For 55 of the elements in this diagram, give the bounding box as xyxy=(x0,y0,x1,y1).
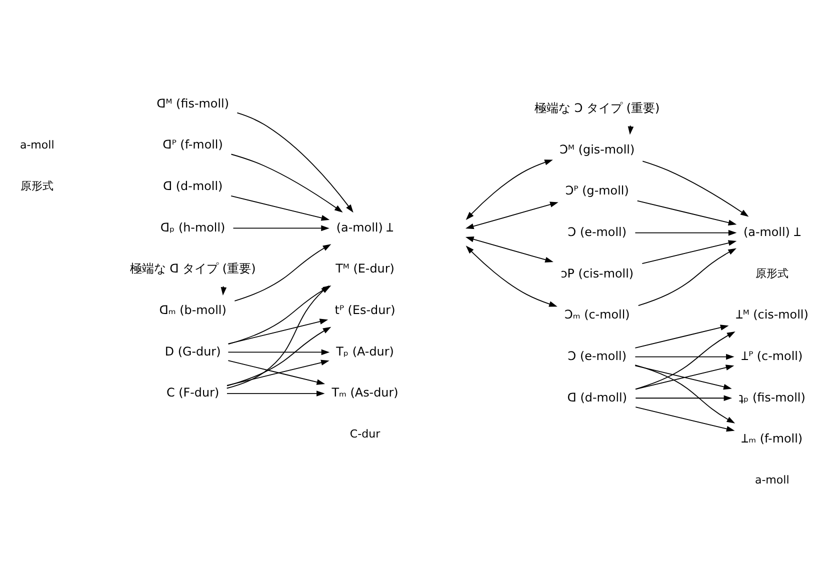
arrow xyxy=(642,160,749,217)
arrow xyxy=(638,248,736,306)
arrow xyxy=(228,349,330,356)
arrow xyxy=(634,364,736,424)
node-text: 極端な ᗡ タイプ (重要) xyxy=(130,262,256,276)
arrow xyxy=(236,112,354,213)
arrow xyxy=(226,390,325,396)
node-text: C (F-dur) xyxy=(166,386,220,400)
arrow xyxy=(642,240,737,264)
node-text: Ʇᴾ (c-moll) xyxy=(742,348,803,363)
arrow xyxy=(636,200,737,226)
arrow xyxy=(226,285,330,389)
node-text: ↄP (cis-moll) xyxy=(560,266,634,280)
node-text: Ↄᴹ (gis-moll) xyxy=(560,142,635,156)
node-text: Tₚ (A-dur) xyxy=(336,344,394,358)
label: a-moll xyxy=(754,474,790,487)
node-text: (a-moll) Ʇ xyxy=(336,220,394,234)
arrow xyxy=(635,406,735,432)
arrow xyxy=(634,230,737,236)
arrow xyxy=(230,154,343,212)
arrow xyxy=(228,318,328,344)
arrow xyxy=(634,324,729,348)
arrow xyxy=(232,225,330,232)
node-text: tᴾ (Es-dur) xyxy=(334,302,396,317)
node-text: 極端な Ↄ タイプ (重要) xyxy=(534,100,660,115)
arrow xyxy=(226,326,332,386)
node-text: Tₘ (As-dur) xyxy=(332,386,398,400)
node-text: Ↄ (e-moll) xyxy=(568,224,627,239)
node-text: Ʇₘ (f-moll) xyxy=(742,432,803,446)
node-text: Tᴹ (E-dur) xyxy=(336,262,394,276)
label: C-dur xyxy=(350,428,380,441)
arrow xyxy=(634,354,734,360)
node-label: 原形式 xyxy=(756,266,789,280)
node-text: ᗡ (d-moll) xyxy=(162,178,223,193)
node-text: ᗡₚ (h-moll) xyxy=(160,220,226,234)
arrow xyxy=(635,395,732,402)
label: a-moll xyxy=(20,138,54,152)
arrow xyxy=(465,236,554,263)
node-text: Ↄᴾ (g-moll) xyxy=(565,184,629,198)
arrow xyxy=(635,331,736,390)
arrow xyxy=(465,202,558,230)
node-text: ᗡₘ (b-moll) xyxy=(159,302,226,317)
node-text: ᗡᴹ (fis-moll) xyxy=(156,96,229,110)
node-text: Ↄ (e-moll) xyxy=(568,348,627,363)
node-text: D (G-dur) xyxy=(164,344,221,358)
label: 原形式 xyxy=(20,180,54,193)
arrow xyxy=(466,246,558,307)
node-text: ʇₚ (fis-moll) xyxy=(738,390,806,404)
node-text: Ↄₘ (c-moll) xyxy=(564,308,630,322)
node-text: ᗡᴾ (f-moll) xyxy=(162,138,223,152)
node-text: Ʇᴹ (cis-moll) xyxy=(736,308,808,322)
arrow xyxy=(230,195,330,221)
node-text: ᗡ (d-moll) xyxy=(567,390,628,404)
arrow xyxy=(466,160,553,220)
node-text: (a-moll) Ʇ xyxy=(743,224,801,239)
